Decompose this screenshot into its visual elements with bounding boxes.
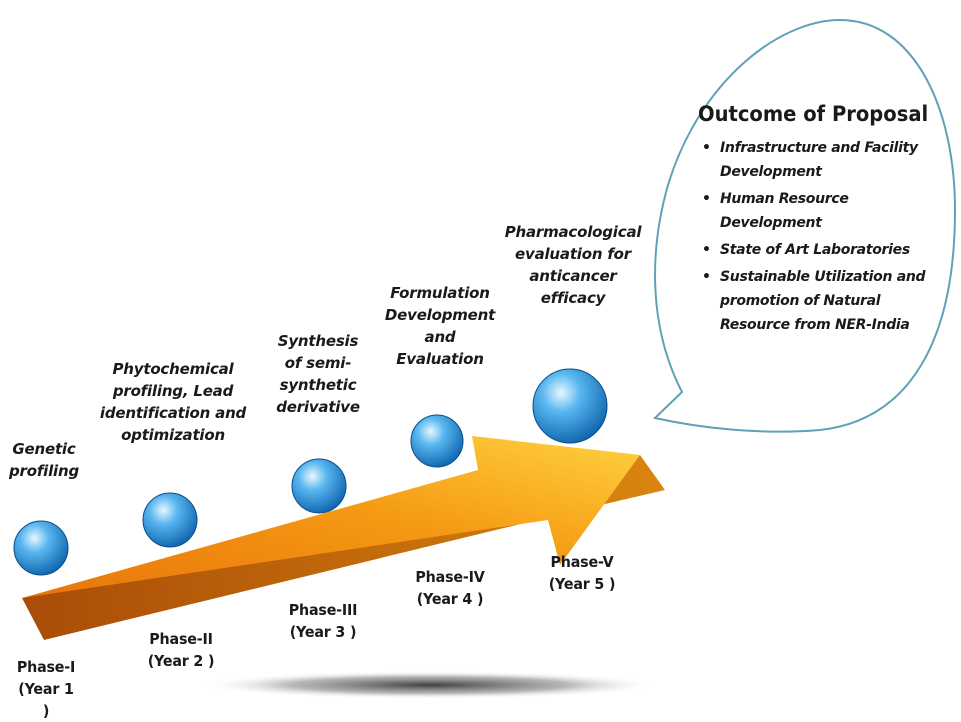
phase-1-sphere bbox=[13, 520, 69, 576]
outcome-title: Outcome of Proposal bbox=[698, 102, 929, 126]
phase-2-activity: Phytochemical profiling, Lead identifica… bbox=[99, 360, 247, 444]
outcome-item: Human Resource Development bbox=[700, 187, 950, 235]
phase-2-label: Phase-II (Year 2 ) bbox=[147, 630, 215, 670]
phase-3-sphere bbox=[291, 458, 347, 514]
phase-3-label: Phase-III (Year 3 ) bbox=[288, 601, 358, 641]
phase-4-label: Phase-IV (Year 4 ) bbox=[415, 568, 485, 608]
outcome-item: State of Art Laboratories bbox=[700, 238, 950, 262]
phase-2-sphere bbox=[142, 492, 198, 548]
outcome-item: Sustainable Utilization and promotion of… bbox=[700, 265, 950, 337]
arrow-shadow bbox=[200, 671, 660, 699]
outcome-list: Infrastructure and Facility Development … bbox=[700, 136, 950, 340]
phase-3-activity: Synthesis of semi- synthetic derivative bbox=[276, 332, 360, 416]
arrow-body bbox=[22, 436, 640, 598]
phase-1-activity: Genetic profiling bbox=[8, 440, 79, 480]
phase-4-activity: Formulation Development and Evaluation bbox=[384, 284, 496, 368]
outcome-item: Infrastructure and Facility Development bbox=[700, 136, 950, 184]
phase-5-activity: Pharmacological evaluation for anticance… bbox=[504, 223, 642, 307]
phase-spheres bbox=[13, 368, 608, 576]
phase-4-sphere bbox=[410, 414, 464, 468]
phase-5-label: Phase-V (Year 5 ) bbox=[548, 553, 616, 593]
phase-1-label: Phase-I (Year 1 ) bbox=[16, 658, 76, 720]
phase-5-sphere bbox=[532, 368, 608, 444]
